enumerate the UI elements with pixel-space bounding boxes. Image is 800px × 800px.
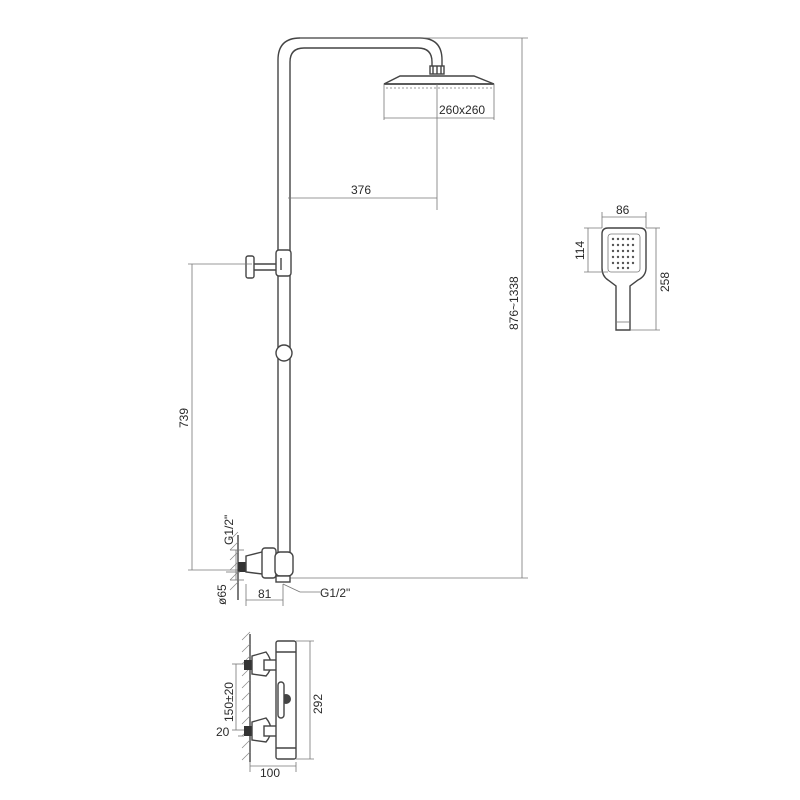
- hand-shower-dimension-lines: [584, 212, 660, 331]
- valve-height-label: 292: [311, 694, 325, 714]
- valve-spacing-label: 150±20: [222, 682, 236, 722]
- arm-length-dimension: 376: [351, 183, 371, 197]
- valve-dimension-lines: [232, 640, 314, 772]
- holder-height-dimension: 739: [177, 408, 191, 428]
- hand-length-label: 258: [658, 272, 672, 292]
- valve-width-label: 100: [260, 766, 280, 780]
- valve-depth-label: 20: [216, 725, 230, 739]
- shower-column: [277, 37, 443, 555]
- hand-head-height-label: 114: [573, 241, 587, 260]
- head-size-dimension: 260x260: [439, 103, 485, 117]
- holder-height-dimension-lines: [188, 263, 252, 571]
- wall-offset-label: 81: [258, 587, 272, 601]
- hand-shower-nozzles: [611, 237, 635, 270]
- total-height-dimension-lines: [290, 37, 528, 579]
- hand-width-label: 86: [616, 203, 630, 217]
- hand-shower: [601, 227, 647, 331]
- arm-length-dimension-lines: [288, 84, 438, 210]
- inlet-dimension-lines: [226, 549, 320, 606]
- inlet-bottom-label: G1/2": [320, 586, 350, 600]
- inlet-top-label: G1/2": [222, 515, 236, 545]
- thermostatic-valve-detail: [241, 631, 297, 762]
- total-height-dimension: 876~1338: [507, 276, 521, 330]
- cover-diameter-label: ø65: [215, 584, 229, 605]
- rain-shower-head: [383, 65, 495, 120]
- column-mixer-bottom: [229, 531, 294, 600]
- hand-shower-holder: [245, 249, 293, 362]
